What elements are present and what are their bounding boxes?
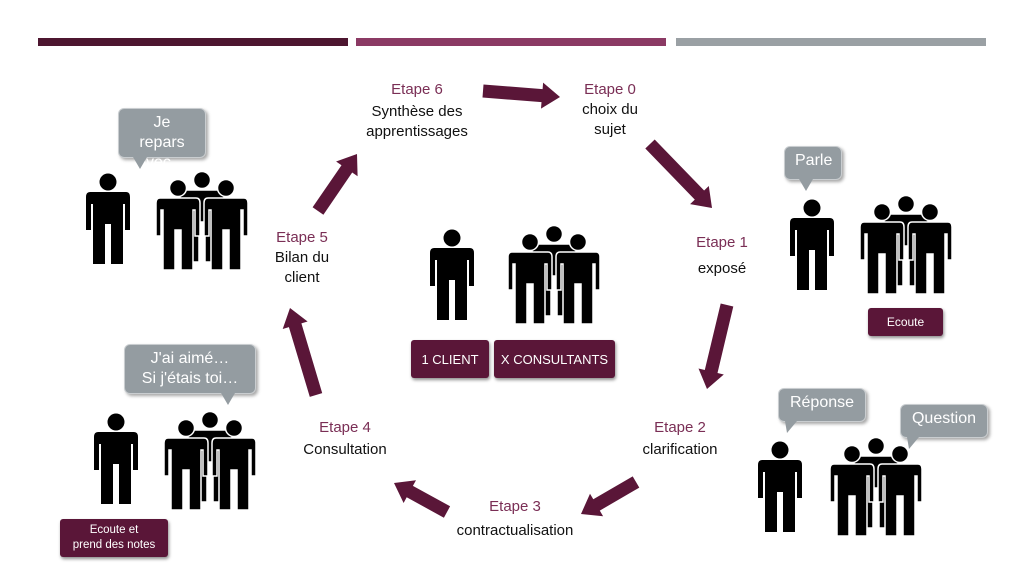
step-5-text-line1: Bilan du	[274, 249, 330, 266]
center-consultants-icon	[508, 226, 600, 325]
right-top-person-icon	[790, 199, 834, 290]
repars-bubble: Je repars avec…	[118, 108, 206, 171]
arrow-4-to-5	[282, 308, 323, 397]
ecoute-tag: Ecoute	[868, 308, 943, 336]
step-3-label: Etape 3	[489, 498, 541, 515]
question-text: Question	[911, 410, 977, 427]
step-5-label: Etape 5	[276, 229, 328, 246]
cycle-arrows	[282, 82, 734, 518]
arrow-0-to-1	[645, 139, 712, 208]
parle-text: Parle	[795, 152, 833, 169]
step-5: Etape 5 Bilan du client	[262, 228, 342, 288]
step-4-label: Etape 4	[319, 419, 371, 436]
step-1-text: exposé	[697, 260, 747, 277]
step-6-text-line2: apprentissages	[366, 123, 468, 140]
ecoute-notes-tag: Ecoute et prend des notes	[60, 519, 168, 557]
left-top-group-icon	[156, 172, 248, 271]
step-3-text: contractualisation	[456, 522, 574, 539]
left-top-person-icon	[86, 173, 130, 264]
ecoute-notes-line2: prend des notes	[72, 539, 156, 551]
step-0-text-line1: choix du	[582, 101, 638, 118]
question-bubble: Question	[900, 404, 988, 449]
step-4-text: Consultation	[303, 441, 387, 458]
repars-line1: Je repars	[139, 114, 185, 151]
reponse-text: Réponse	[789, 394, 855, 411]
step-4: Etape 4 Consultation	[290, 418, 400, 460]
step-0: Etape 0 choix du sujet	[555, 80, 665, 140]
step-6-text-line1: Synthèse des	[371, 103, 463, 120]
header-bar-right	[676, 38, 986, 46]
right-bottom-group-icon	[830, 438, 922, 537]
consultants-tag: X CONSULTANTS	[494, 340, 615, 378]
reponse-bubble: Réponse	[778, 388, 866, 433]
step-0-label: Etape 0	[584, 81, 636, 98]
aime-line1: J'ai aimé…	[150, 350, 230, 367]
arrow-1-to-2	[698, 303, 734, 389]
left-bottom-group-icon	[164, 412, 256, 511]
left-bottom-person-icon	[94, 413, 138, 504]
parle-bubble: Parle	[784, 146, 842, 191]
header-bar-middle	[356, 38, 666, 46]
step-2-label: Etape 2	[654, 419, 706, 436]
aime-bubble: J'ai aimé… Si j'étais toi…	[124, 344, 256, 405]
right-bottom-person-icon	[758, 441, 802, 532]
arrow-3-to-4	[394, 480, 451, 518]
step-6: Etape 6 Synthèse des apprentissages	[352, 80, 482, 142]
right-top-group-icon	[860, 196, 952, 295]
step-5-text-line2: client	[284, 269, 320, 286]
arrow-6-to-0	[482, 82, 560, 109]
step-0-text-line2: sujet	[594, 121, 626, 138]
center-client-icon	[430, 229, 474, 320]
step-2-text: clarification	[642, 441, 718, 458]
repars-line2: avec…	[137, 154, 187, 171]
arrow-2-to-3	[581, 476, 640, 517]
arrow-5-to-6	[312, 154, 358, 215]
step-6-label: Etape 6	[391, 81, 443, 98]
header-bar-left	[38, 38, 348, 46]
aime-line2: Si j'étais toi…	[141, 370, 239, 387]
step-3: Etape 3 contractualisation	[440, 497, 590, 541]
step-1: Etape 1 exposé	[682, 233, 762, 279]
step-1-label: Etape 1	[696, 234, 748, 251]
step-2: Etape 2 clarification	[630, 418, 730, 460]
client-tag: 1 CLIENT	[411, 340, 489, 378]
ecoute-notes-line1: Ecoute et	[89, 524, 139, 536]
